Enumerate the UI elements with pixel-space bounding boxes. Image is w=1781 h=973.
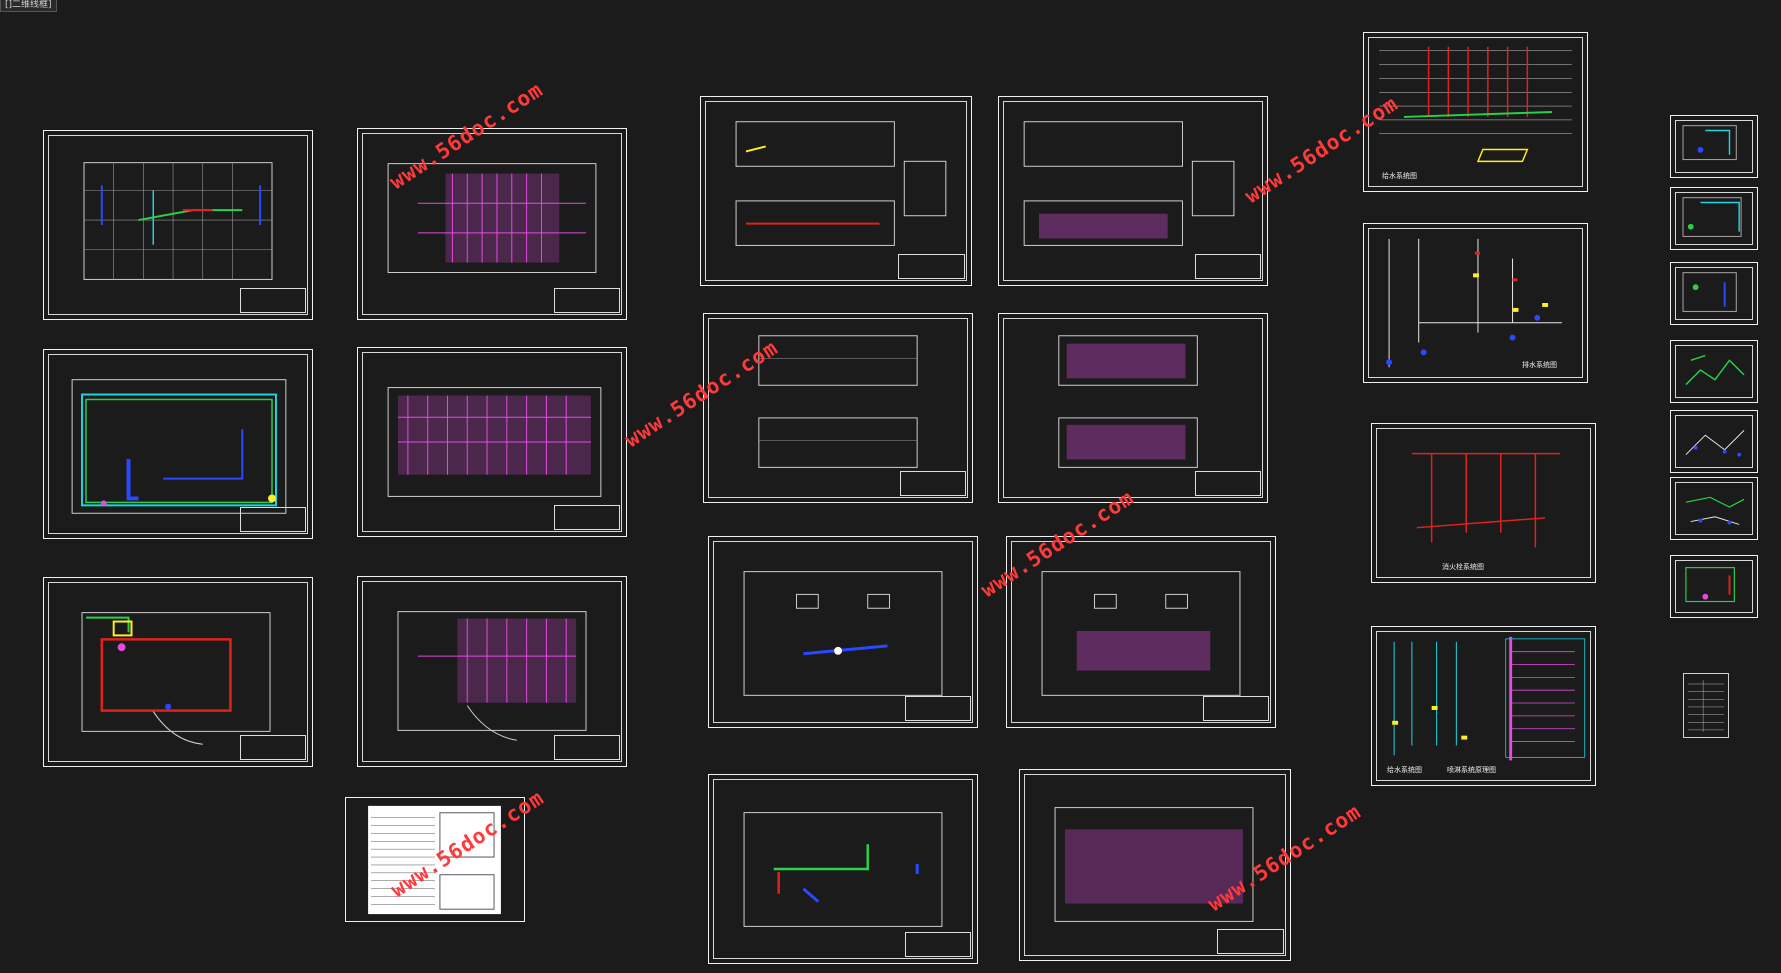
detail-drawing	[1685, 567, 1735, 603]
detail-drawing	[1682, 125, 1737, 161]
spray-system-sheet[interactable]: 给水系统图 喷淋系统原理图	[1371, 626, 1596, 786]
detail-drawing	[1685, 430, 1745, 457]
sheet-caption: 排水系统图	[1522, 361, 1557, 369]
spray-system-drawing	[1392, 636, 1586, 761]
sprinkler-roof-drawing	[1054, 807, 1254, 922]
floor-plan-drawing	[71, 379, 287, 514]
sheet-caption: 喷淋系统原理图	[1447, 766, 1496, 774]
detail-sheet-2[interactable]	[1670, 187, 1758, 250]
level-plan-drawing	[743, 571, 943, 696]
sheet-caption: 给水系统图	[1382, 172, 1417, 180]
water-supply-system-drawing	[1379, 46, 1572, 163]
sheet-caption: 给水系统图	[1387, 766, 1422, 774]
floor-plan-sheet-1[interactable]	[43, 130, 313, 320]
sprinkler-level-drawing	[1058, 335, 1198, 468]
level-plan-drawing	[758, 335, 918, 468]
level-plan-sheet-2[interactable]	[708, 536, 978, 728]
sprinkler-roof-sheet[interactable]	[1019, 769, 1291, 961]
detail-drawing	[1685, 354, 1745, 386]
detail-drawing	[1682, 197, 1742, 237]
detail-sheet-7[interactable]	[1670, 555, 1758, 618]
roof-plan-drawing	[743, 812, 943, 927]
legend-table-sheet[interactable]	[1683, 673, 1729, 738]
basement-plan-sheet[interactable]	[700, 96, 972, 286]
basement-plan-drawing	[735, 121, 947, 246]
design-notes-sheet[interactable]	[345, 797, 525, 922]
sprinkler-level-drawing	[1041, 571, 1241, 696]
sprinkler-level-sheet-2[interactable]	[1006, 536, 1276, 728]
detail-drawing	[1682, 272, 1737, 312]
floor-plan-drawing	[81, 612, 271, 745]
detail-sheet-6[interactable]	[1670, 477, 1758, 540]
drawing-tab[interactable]: []二维线框]	[0, 0, 57, 12]
water-supply-system-sheet[interactable]: 给水系统图	[1363, 32, 1588, 192]
floor-plan-drawing	[83, 162, 273, 280]
floor-plan-sheet-3[interactable]	[43, 577, 313, 767]
drainage-system-drawing	[1386, 238, 1562, 368]
sprinkler-level-sheet-1[interactable]	[998, 313, 1268, 503]
detail-drawing	[1685, 496, 1745, 525]
detail-sheet-1[interactable]	[1670, 115, 1758, 178]
floor-plan-sheet-2[interactable]	[43, 349, 313, 539]
sprinkler-plan-sheet-2[interactable]	[357, 347, 627, 537]
sprinkler-basement-drawing	[1023, 121, 1235, 246]
design-notes-drawing	[368, 805, 501, 915]
sprinkler-plan-drawing	[387, 163, 597, 273]
detail-sheet-5[interactable]	[1670, 410, 1758, 473]
fire-hydrant-system-drawing	[1411, 452, 1561, 548]
fire-hydrant-system-sheet[interactable]: 消火栓系统图	[1371, 423, 1596, 583]
roof-plan-sheet[interactable]	[708, 774, 978, 964]
sprinkler-plan-sheet-1[interactable]	[357, 128, 627, 320]
sprinkler-plan-drawing	[387, 387, 602, 497]
drainage-system-sheet[interactable]: 排水系统图	[1363, 223, 1588, 383]
sheet-caption: 消火栓系统图	[1442, 563, 1484, 571]
sprinkler-basement-sheet[interactable]	[998, 96, 1268, 286]
legend-table-drawing	[1687, 680, 1725, 732]
sprinkler-plan-sheet-3[interactable]	[357, 576, 627, 767]
detail-sheet-3[interactable]	[1670, 262, 1758, 325]
detail-sheet-4[interactable]	[1670, 340, 1758, 403]
sprinkler-plan-drawing	[397, 611, 587, 741]
level-plan-sheet-1[interactable]	[703, 313, 973, 503]
